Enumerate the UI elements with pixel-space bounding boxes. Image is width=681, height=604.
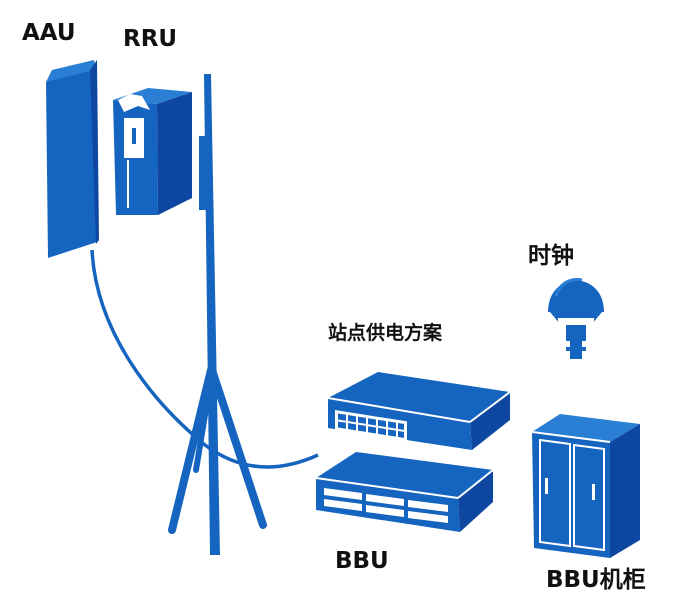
rru-unit-icon <box>113 88 192 215</box>
bbu-cabinet-icon <box>531 414 640 558</box>
bbu-label: BBU <box>335 548 389 574</box>
clock-label: 时钟 <box>528 243 574 269</box>
aau-label: AAU <box>22 20 76 46</box>
gps-clock-icon <box>548 278 604 359</box>
bbu-unit-icon <box>315 452 494 532</box>
power-scheme-label: 站点供电方案 <box>328 322 443 344</box>
aau-bbu-cable <box>90 249 319 469</box>
aau-antenna-icon <box>46 60 99 258</box>
tower-mast-icon <box>168 74 267 555</box>
rru-label: RRU <box>123 26 178 52</box>
bbu-cabinet-label: BBU机柜 <box>546 567 646 593</box>
power-supply-unit-icon <box>327 372 511 450</box>
